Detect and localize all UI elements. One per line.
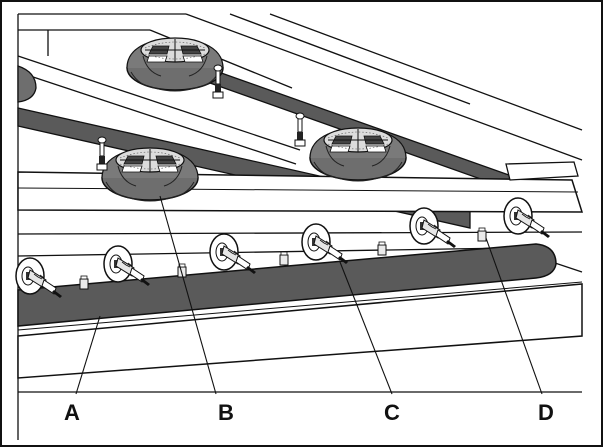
burner-rear-center — [126, 37, 224, 92]
base-plate — [17, 283, 583, 379]
partial-burner-left — [17, 65, 37, 103]
fitting-nut-5 — [477, 227, 487, 242]
callout-label-c: C — [384, 400, 400, 425]
callout-leaders — [75, 195, 543, 395]
burner-front-left — [101, 147, 199, 202]
fitting-nut-1 — [79, 275, 89, 290]
base-plate-edge — [17, 281, 583, 331]
gas-manifold — [17, 243, 557, 327]
fitting-nut-3 — [279, 251, 289, 266]
burner-rear-right — [309, 127, 407, 182]
crossbar-lower-edge — [17, 231, 583, 235]
callout-label-b: B — [218, 400, 234, 425]
crossbar-end-tab — [505, 161, 579, 181]
callout-label-d: D — [538, 400, 554, 425]
fitting-nut-4 — [377, 241, 387, 256]
callout-label-a: A — [64, 400, 80, 425]
